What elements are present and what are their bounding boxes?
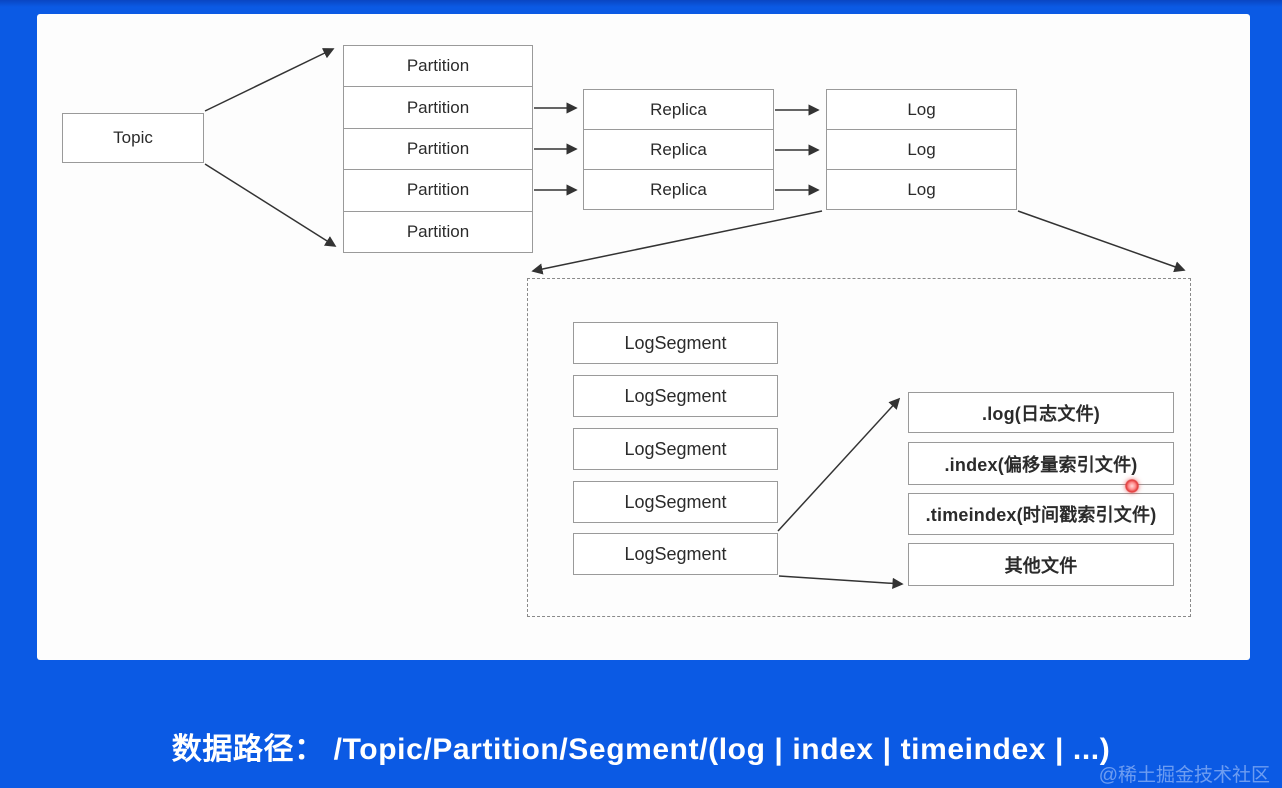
partition-box: Partition: [344, 170, 532, 212]
logsegment-box: LogSegment: [573, 322, 778, 364]
replica-box: Replica: [584, 130, 773, 170]
topic-box: Topic: [62, 113, 204, 163]
logsegment-box: LogSegment: [573, 428, 778, 470]
partition-box: Partition: [344, 46, 532, 88]
log-box: Log: [827, 90, 1016, 130]
replica-box: Replica: [650, 179, 707, 199]
data-path-caption: 数据路径： /Topic/Partition/Segment/(log | in…: [171, 733, 1111, 766]
log-file-box: .log(日志文件): [908, 392, 1174, 433]
log-box: Log: [827, 130, 1016, 170]
segment-detail-region: [527, 278, 1191, 617]
partition-box: Partition: [406, 221, 470, 241]
log-box: Log: [907, 179, 936, 199]
diagram-panel: Topic Partition Partition Partition Part…: [37, 14, 1250, 660]
index-file-box: .index(偏移量索引文件): [908, 442, 1174, 485]
laser-pointer-dot: [1125, 479, 1139, 493]
logsegment-box: LogSegment: [573, 481, 778, 523]
other-file-box: 其他文件: [908, 543, 1174, 586]
community-watermark: @稀土掘金技术社区: [1098, 765, 1270, 786]
log-stack: Log Log Log: [826, 89, 1017, 210]
logsegment-box: LogSegment: [573, 533, 778, 575]
logsegment-box: LogSegment: [573, 375, 778, 417]
replica-box: Replica: [584, 90, 773, 130]
replica-stack: Replica Replica Replica: [583, 89, 774, 210]
timeindex-file-box: .timeindex(时间戳索引文件): [908, 493, 1174, 535]
topic-label: Topic: [113, 128, 153, 147]
partition-stack: Partition Partition Partition Partition …: [343, 45, 533, 253]
partition-box: Partition: [344, 129, 532, 171]
partition-box: Partition: [344, 87, 532, 129]
